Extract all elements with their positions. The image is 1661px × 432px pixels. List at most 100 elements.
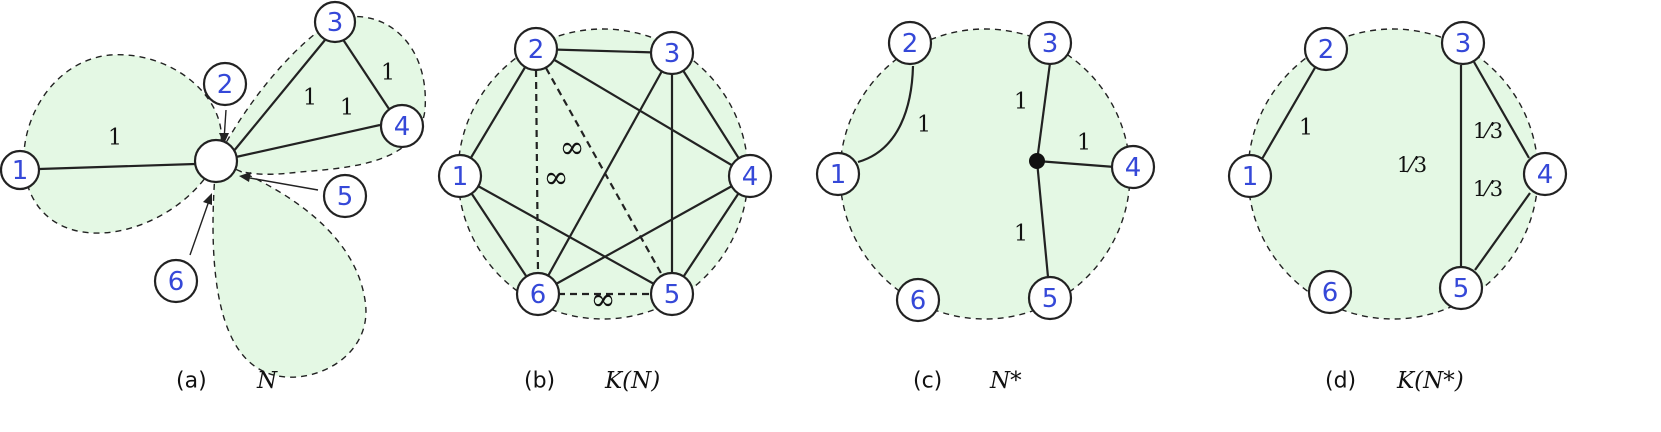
node-1: 1: [815, 151, 861, 197]
region-circle-c: [839, 28, 1131, 320]
node-label: 6: [530, 280, 547, 310]
node-label: 4: [394, 112, 411, 142]
node-label: 4: [1125, 153, 1142, 183]
edge-1-2-curved: [857, 65, 915, 164]
node-label: 4: [742, 162, 759, 192]
node-label: 6: [910, 286, 927, 316]
weight-dot-4: 1: [1077, 131, 1091, 156]
edge-dot-5: [1035, 160, 1050, 278]
weight-3-4: 1: [381, 61, 395, 86]
caption-tag-c: (c): [913, 369, 942, 394]
node-1: 1: [0, 149, 41, 191]
node-2: 2: [1303, 26, 1349, 72]
region-circle-b: [457, 28, 749, 320]
node-label: 5: [1453, 274, 1470, 304]
caption-tag-a: (a): [176, 369, 207, 394]
node-label: 1: [1242, 162, 1259, 192]
node-label: 1: [452, 162, 469, 192]
region-circle-d: [1247, 28, 1539, 320]
node-6: 6: [153, 258, 199, 304]
edge-dot-3: [1035, 62, 1052, 162]
node-4: 4: [379, 103, 425, 149]
node-5: 5: [1438, 265, 1484, 311]
node-4: 4: [1522, 151, 1568, 197]
steiner-point: [1029, 153, 1045, 169]
node-1: 1: [437, 153, 483, 199]
edge-2-5-infinite: [545, 67, 663, 276]
node-label: 5: [337, 182, 354, 212]
edge-2-4: [535, 48, 751, 177]
panel-c: 1 1 1 1 1 2 3 4 5 6 (c): [815, 20, 1156, 394]
weight-1-2: 1: [917, 113, 931, 138]
node-label: 3: [664, 39, 681, 69]
caption-math-b: K(N): [604, 368, 660, 394]
weight-3-5-third: 1⁄3: [1473, 177, 1503, 201]
node-label: 4: [1537, 160, 1554, 190]
edge-4-6: [537, 175, 751, 295]
edge-2-3: [535, 47, 673, 55]
node-2: 2: [202, 61, 248, 107]
node-label: 1: [12, 156, 29, 186]
weight-1-2: 1: [1299, 116, 1313, 141]
node-2: 2: [887, 20, 933, 66]
node-label: 3: [1042, 29, 1059, 59]
node-label: 2: [217, 70, 234, 100]
node-3: 3: [649, 30, 695, 76]
node-label: 3: [1455, 29, 1472, 59]
node-5: 5: [649, 271, 695, 317]
node-label: 6: [1322, 278, 1339, 308]
region-upper-right-lobe: [215, 15, 426, 175]
node-label: 2: [1318, 35, 1335, 65]
region-left-lobe: [23, 54, 222, 234]
caption-tag-d: (d): [1325, 369, 1356, 394]
hub-node: [193, 138, 239, 184]
caption-math-c: N*: [989, 368, 1022, 394]
node-label: 6: [168, 267, 185, 297]
arrow-6: [189, 193, 212, 256]
node-label: 3: [327, 8, 344, 38]
node-label: 2: [902, 29, 919, 59]
node-4: 4: [1110, 144, 1156, 190]
edge-1-6: [459, 175, 539, 295]
node-3: 3: [313, 0, 357, 44]
node-6: 6: [895, 277, 941, 323]
weight-2-6-infinity: ∞: [544, 161, 569, 196]
weight-dot-5: 1: [1014, 222, 1028, 247]
edge-4-5: [1474, 192, 1531, 271]
weight-third-center: 1⁄3: [1397, 153, 1427, 177]
weight-3-4-third: 1⁄3: [1473, 119, 1503, 143]
edge-3-4: [341, 37, 396, 119]
arrow-2: [219, 109, 229, 144]
edge-dot-4: [1036, 159, 1116, 169]
edge-hub-3: [232, 39, 326, 153]
node-3: 3: [1027, 20, 1073, 66]
weight-2-5-infinity: ∞: [560, 131, 585, 166]
edge-3-4: [671, 52, 751, 177]
panel-b: ∞ ∞ ∞ 1 2 3 4 5 6 (b) K(N): [437, 26, 773, 394]
weight-hub-4: 1: [340, 96, 354, 121]
node-6: 6: [515, 271, 561, 317]
edge-1-5: [459, 175, 673, 295]
node-4: 4: [727, 153, 773, 199]
node-label: 1: [830, 160, 847, 190]
node-label: 5: [1042, 284, 1059, 314]
edge-3-4: [1473, 61, 1530, 159]
node-5: 5: [1027, 275, 1073, 321]
caption-math-a: N: [256, 368, 278, 394]
edge-1-2: [459, 48, 537, 177]
edge-4-5: [671, 175, 751, 295]
arrow-5: [239, 172, 319, 191]
node-label: 2: [528, 35, 545, 65]
node-2: 2: [513, 26, 559, 72]
weight-1-hub: 1: [108, 126, 122, 151]
weight-6-5-infinity: ∞: [591, 283, 616, 318]
caption-math-d: K(N*): [1396, 368, 1464, 394]
node-1: 1: [1227, 153, 1273, 199]
edge-1-2: [1261, 65, 1317, 160]
caption-tag-b: (b): [524, 369, 555, 394]
node-label: 5: [664, 280, 681, 310]
edge-hub-4: [235, 123, 381, 159]
edge-2-6-infinite: [534, 69, 540, 274]
panel-d: 1 1⁄3 1⁄3 1⁄3 1 2 3 4 5 6 (d): [1227, 20, 1568, 394]
